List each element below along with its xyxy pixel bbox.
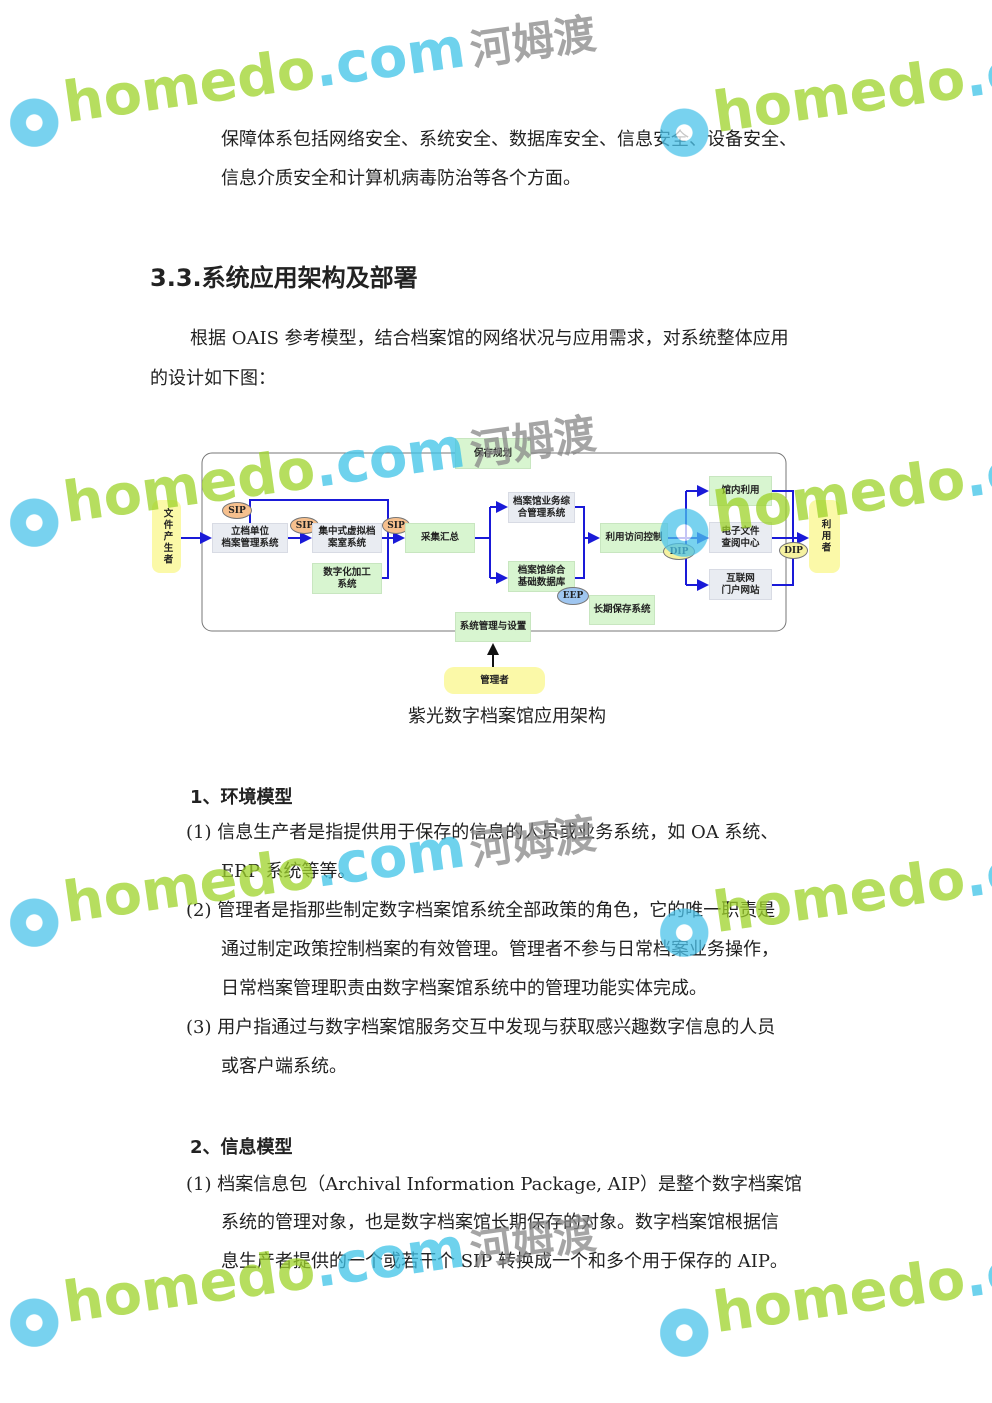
base-database-box: 档案馆综合基础数据库 bbox=[508, 561, 575, 592]
access-control-box: 利用访问控制 bbox=[600, 523, 668, 553]
label: 门户网站 bbox=[721, 584, 760, 596]
label: 数字化加工 bbox=[323, 566, 371, 578]
collection-box: 采集汇总 bbox=[405, 523, 475, 553]
long-term-preservation-box: 长期保存系统 bbox=[589, 595, 655, 625]
section1-line: 日常档案管理职责由数字档案馆系统中的管理功能实体完成。 bbox=[221, 978, 707, 999]
label: 互联网 bbox=[726, 572, 755, 584]
label: 合管理系统 bbox=[517, 507, 566, 519]
section1-line: (3) 用户指通过与数字档案馆服务交互中发现与获取感兴趣数字信息的人员 bbox=[186, 1017, 776, 1038]
label: 立档单位 bbox=[230, 526, 269, 537]
label: 案室系统 bbox=[327, 538, 366, 549]
para-line-1: 根据 OAIS 参考模型，结合档案馆的网络状况与应用需求，对系统整体应用 bbox=[190, 328, 789, 349]
producer-box: 文件产生者 bbox=[152, 500, 181, 573]
flower-logo-icon bbox=[2, 890, 66, 954]
e-file-center-box: 电子文件查阅中心 bbox=[709, 522, 772, 553]
label: 系统 bbox=[337, 578, 357, 590]
intro-line-2: 信息介质安全和计算机病毒防治等各个方面。 bbox=[221, 168, 581, 189]
section1-title: 1、环境模型 bbox=[190, 787, 293, 808]
in-house-use-box: 馆内利用 bbox=[709, 476, 772, 506]
section1-line: 或客户端系统。 bbox=[221, 1056, 347, 1077]
flower-logo-icon bbox=[2, 1290, 66, 1354]
business-mgmt-box: 档案馆业务综合管理系统 bbox=[508, 492, 575, 523]
section1-line: ERP 系统等等。 bbox=[221, 861, 356, 882]
label: 电子文件 bbox=[721, 525, 760, 537]
unit-archive-system-box: 立档单位档案管理系统 bbox=[212, 523, 288, 553]
digitization-box: 数字化加工系统 bbox=[312, 563, 382, 594]
sip-oval: SIP bbox=[382, 517, 410, 534]
label: 查阅中心 bbox=[721, 537, 760, 549]
dip-oval: DIP bbox=[779, 542, 808, 559]
watermark: homedo.com bbox=[650, 1225, 992, 1364]
preservation-planning-box: 保存规划 bbox=[455, 438, 531, 469]
consumer-box: 利用者 bbox=[809, 500, 840, 573]
label: 基础数据库 bbox=[517, 576, 566, 588]
system-admin-box: 系统管理与设置 bbox=[455, 612, 531, 642]
section1-line: (1) 信息生产者是指提供用于保存的信息的人员或业务系统，如 OA 系统、 bbox=[186, 822, 779, 843]
virtual-archive-room-box: 集中式虚拟档案室系统 bbox=[312, 523, 382, 553]
section-heading: 3.3.系统应用架构及部署 bbox=[150, 264, 418, 292]
dip-oval: DIP bbox=[663, 543, 695, 560]
label: 档案馆业务综 bbox=[512, 495, 570, 507]
section2-line: (1) 档案信息包（Archival Information Package, … bbox=[186, 1174, 802, 1195]
label: 集中式虚拟档 bbox=[318, 526, 376, 537]
eep-oval: EEP bbox=[557, 587, 589, 605]
portal-box: 互联网门户网站 bbox=[709, 569, 772, 600]
section1-line: 通过制定政策控制档案的有效管理。管理者不参与日常档案业务操作， bbox=[221, 939, 779, 960]
section2-line: 系统的管理对象，也是数字档案馆长期保存的对象。数字档案馆根据信 bbox=[221, 1212, 779, 1233]
section1-line: (2) 管理者是指那些制定数字档案馆系统全部政策的角色，它的唯一职责是 bbox=[186, 900, 776, 921]
section2-line: 息生产者提供的一个或若干个 SIP 转换成一个和多个用于保存的 AIP。 bbox=[221, 1251, 788, 1272]
para-line-2: 的设计如下图： bbox=[150, 368, 276, 389]
label: 档案馆综合 bbox=[517, 564, 566, 576]
manager-box: 管理者 bbox=[444, 667, 545, 694]
figure-caption: 紫光数字档案馆应用架构 bbox=[408, 706, 606, 727]
label: 档案管理系统 bbox=[221, 538, 279, 549]
section2-title: 2、信息模型 bbox=[190, 1137, 293, 1158]
sip-oval: SIP bbox=[222, 502, 252, 519]
flower-logo-icon bbox=[652, 1300, 716, 1364]
